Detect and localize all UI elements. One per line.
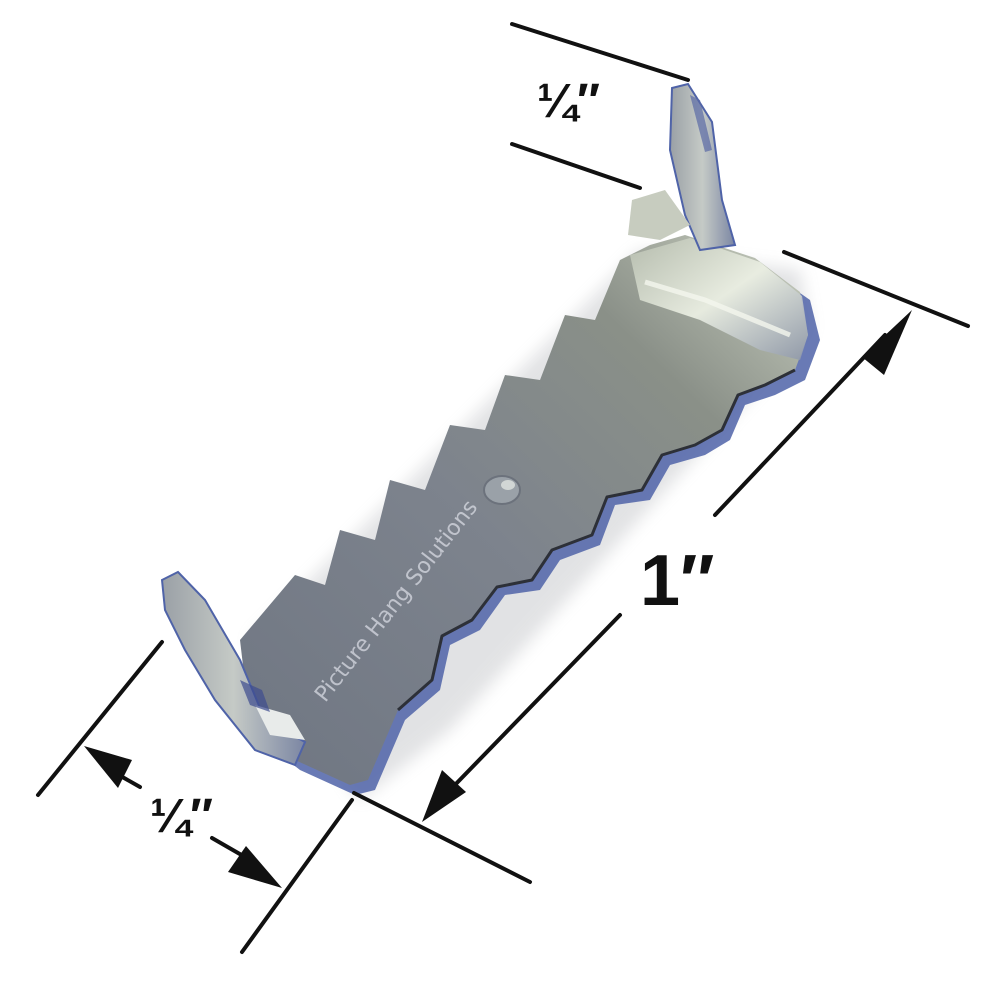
dimension-top-tab	[510, 22, 690, 190]
bottom-tab	[160, 570, 307, 767]
center-dimple	[483, 475, 521, 505]
length-dimension-label: 1″	[640, 541, 715, 621]
arrow-down-right-icon	[228, 846, 282, 888]
top-tab	[628, 82, 737, 252]
top-tab-dimension-label: ¼″	[537, 75, 601, 128]
bottom-tab-dimension-label: ¼″	[150, 790, 214, 843]
arrow-up-left-icon	[84, 746, 132, 788]
dimension-bottom-tab	[36, 640, 354, 954]
hanger-body	[240, 235, 820, 795]
arrow-down-left-icon	[422, 770, 466, 822]
arrow-up-right-icon	[862, 310, 912, 375]
dimension-length	[352, 250, 970, 884]
